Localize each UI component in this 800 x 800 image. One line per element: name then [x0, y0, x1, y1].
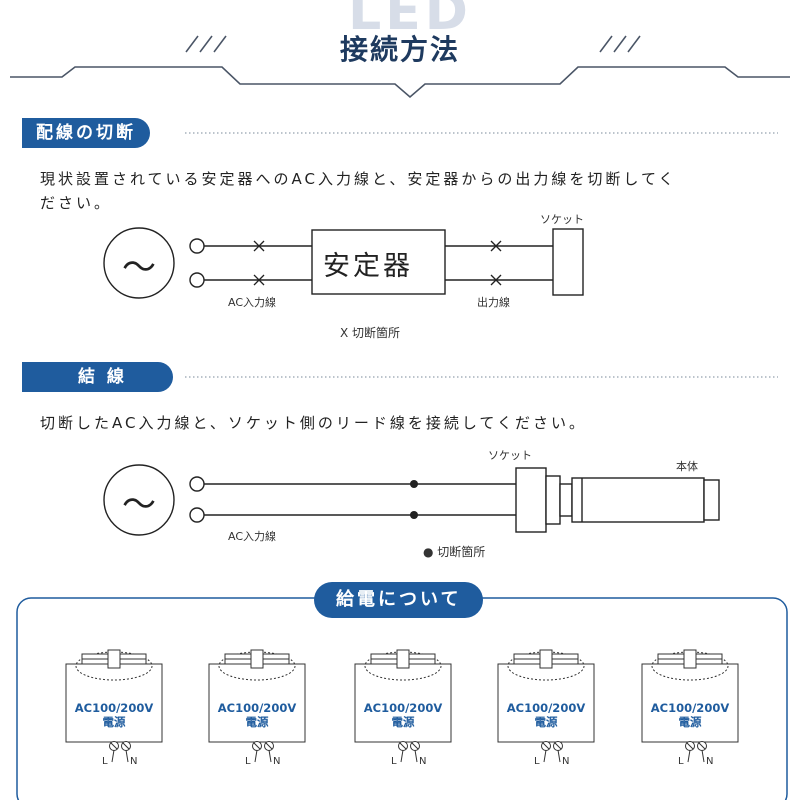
fixture-l-label: L — [534, 756, 540, 767]
fixture-source-label: 電源 — [102, 715, 126, 729]
socket-box — [552, 228, 584, 296]
fixture-power-label: AC100/200V — [363, 701, 443, 715]
socket-body — [515, 467, 547, 533]
section1-instruction-line2: ださい。 — [40, 194, 113, 212]
fixture-source-label: 電源 — [678, 715, 702, 729]
fixture-l-label: L — [391, 756, 397, 767]
fixture-power-label: AC100/200V — [217, 701, 297, 715]
section1-label: 配線の切断 — [22, 118, 150, 148]
power-lamp-icon — [208, 649, 306, 763]
ac-source-circle-2 — [103, 464, 175, 536]
sine-wave-icon-2: 〜 — [122, 485, 156, 525]
section2-instruction: 切断したAC入力線と、ソケット側のリード線を接続してください。 — [40, 414, 587, 432]
led-watermark: LED — [348, 0, 472, 42]
power-lamp-icon — [354, 649, 452, 763]
body-label: 本体 — [676, 460, 698, 473]
fixture-power-label: AC100/200V — [650, 701, 730, 715]
fixture-n-label: N — [562, 756, 570, 767]
fixture-source-label: 電源 — [245, 715, 269, 729]
sine-wave-icon: 〜 — [122, 248, 156, 288]
fixture-n-label: N — [419, 756, 427, 767]
section3-label: 給電について — [314, 582, 484, 618]
socket-label-2: ソケット — [488, 449, 532, 462]
ac-input-label: AC入力線 — [228, 296, 277, 309]
connection-dot-icon — [410, 480, 418, 519]
header-decoration — [10, 35, 790, 99]
fixture-n-label: N — [130, 756, 138, 767]
body-endcap — [703, 479, 720, 521]
power-lamp-icon — [65, 649, 163, 763]
ballast-box — [311, 229, 446, 295]
power-lamp-icon — [641, 649, 739, 763]
cut-legend-2: ● 切断箇所 — [423, 545, 486, 559]
main-title: 接続方法 — [339, 33, 460, 66]
power-lamp-icon — [497, 649, 595, 763]
ac-source-circle — [103, 227, 175, 299]
cut-cross-icon — [253, 240, 502, 286]
section2-label: 結 線 — [22, 362, 173, 392]
socket-label: ソケット — [540, 213, 584, 226]
cut-legend: X 切断箇所 — [340, 326, 401, 340]
fixture-l-label: L — [245, 756, 251, 767]
fixture-l-label: L — [678, 756, 684, 767]
fixture-l-label: L — [102, 756, 108, 767]
output-label: 出力線 — [477, 296, 510, 309]
fixture-source-label: 電源 — [534, 715, 558, 729]
ballast-label: 安定器 — [323, 251, 413, 282]
fixture-source-label: 電源 — [391, 715, 415, 729]
fixture-n-label: N — [273, 756, 281, 767]
section1-instruction-line1: 現状設置されている安定器へのAC入力線と、安定器からの出力線を切断してく — [40, 170, 677, 188]
fixture-power-label: AC100/200V — [74, 701, 154, 715]
ac-input-label-2: AC入力線 — [228, 530, 277, 543]
fixture-power-label: AC100/200V — [506, 701, 586, 715]
fixture-n-label: N — [706, 756, 714, 767]
